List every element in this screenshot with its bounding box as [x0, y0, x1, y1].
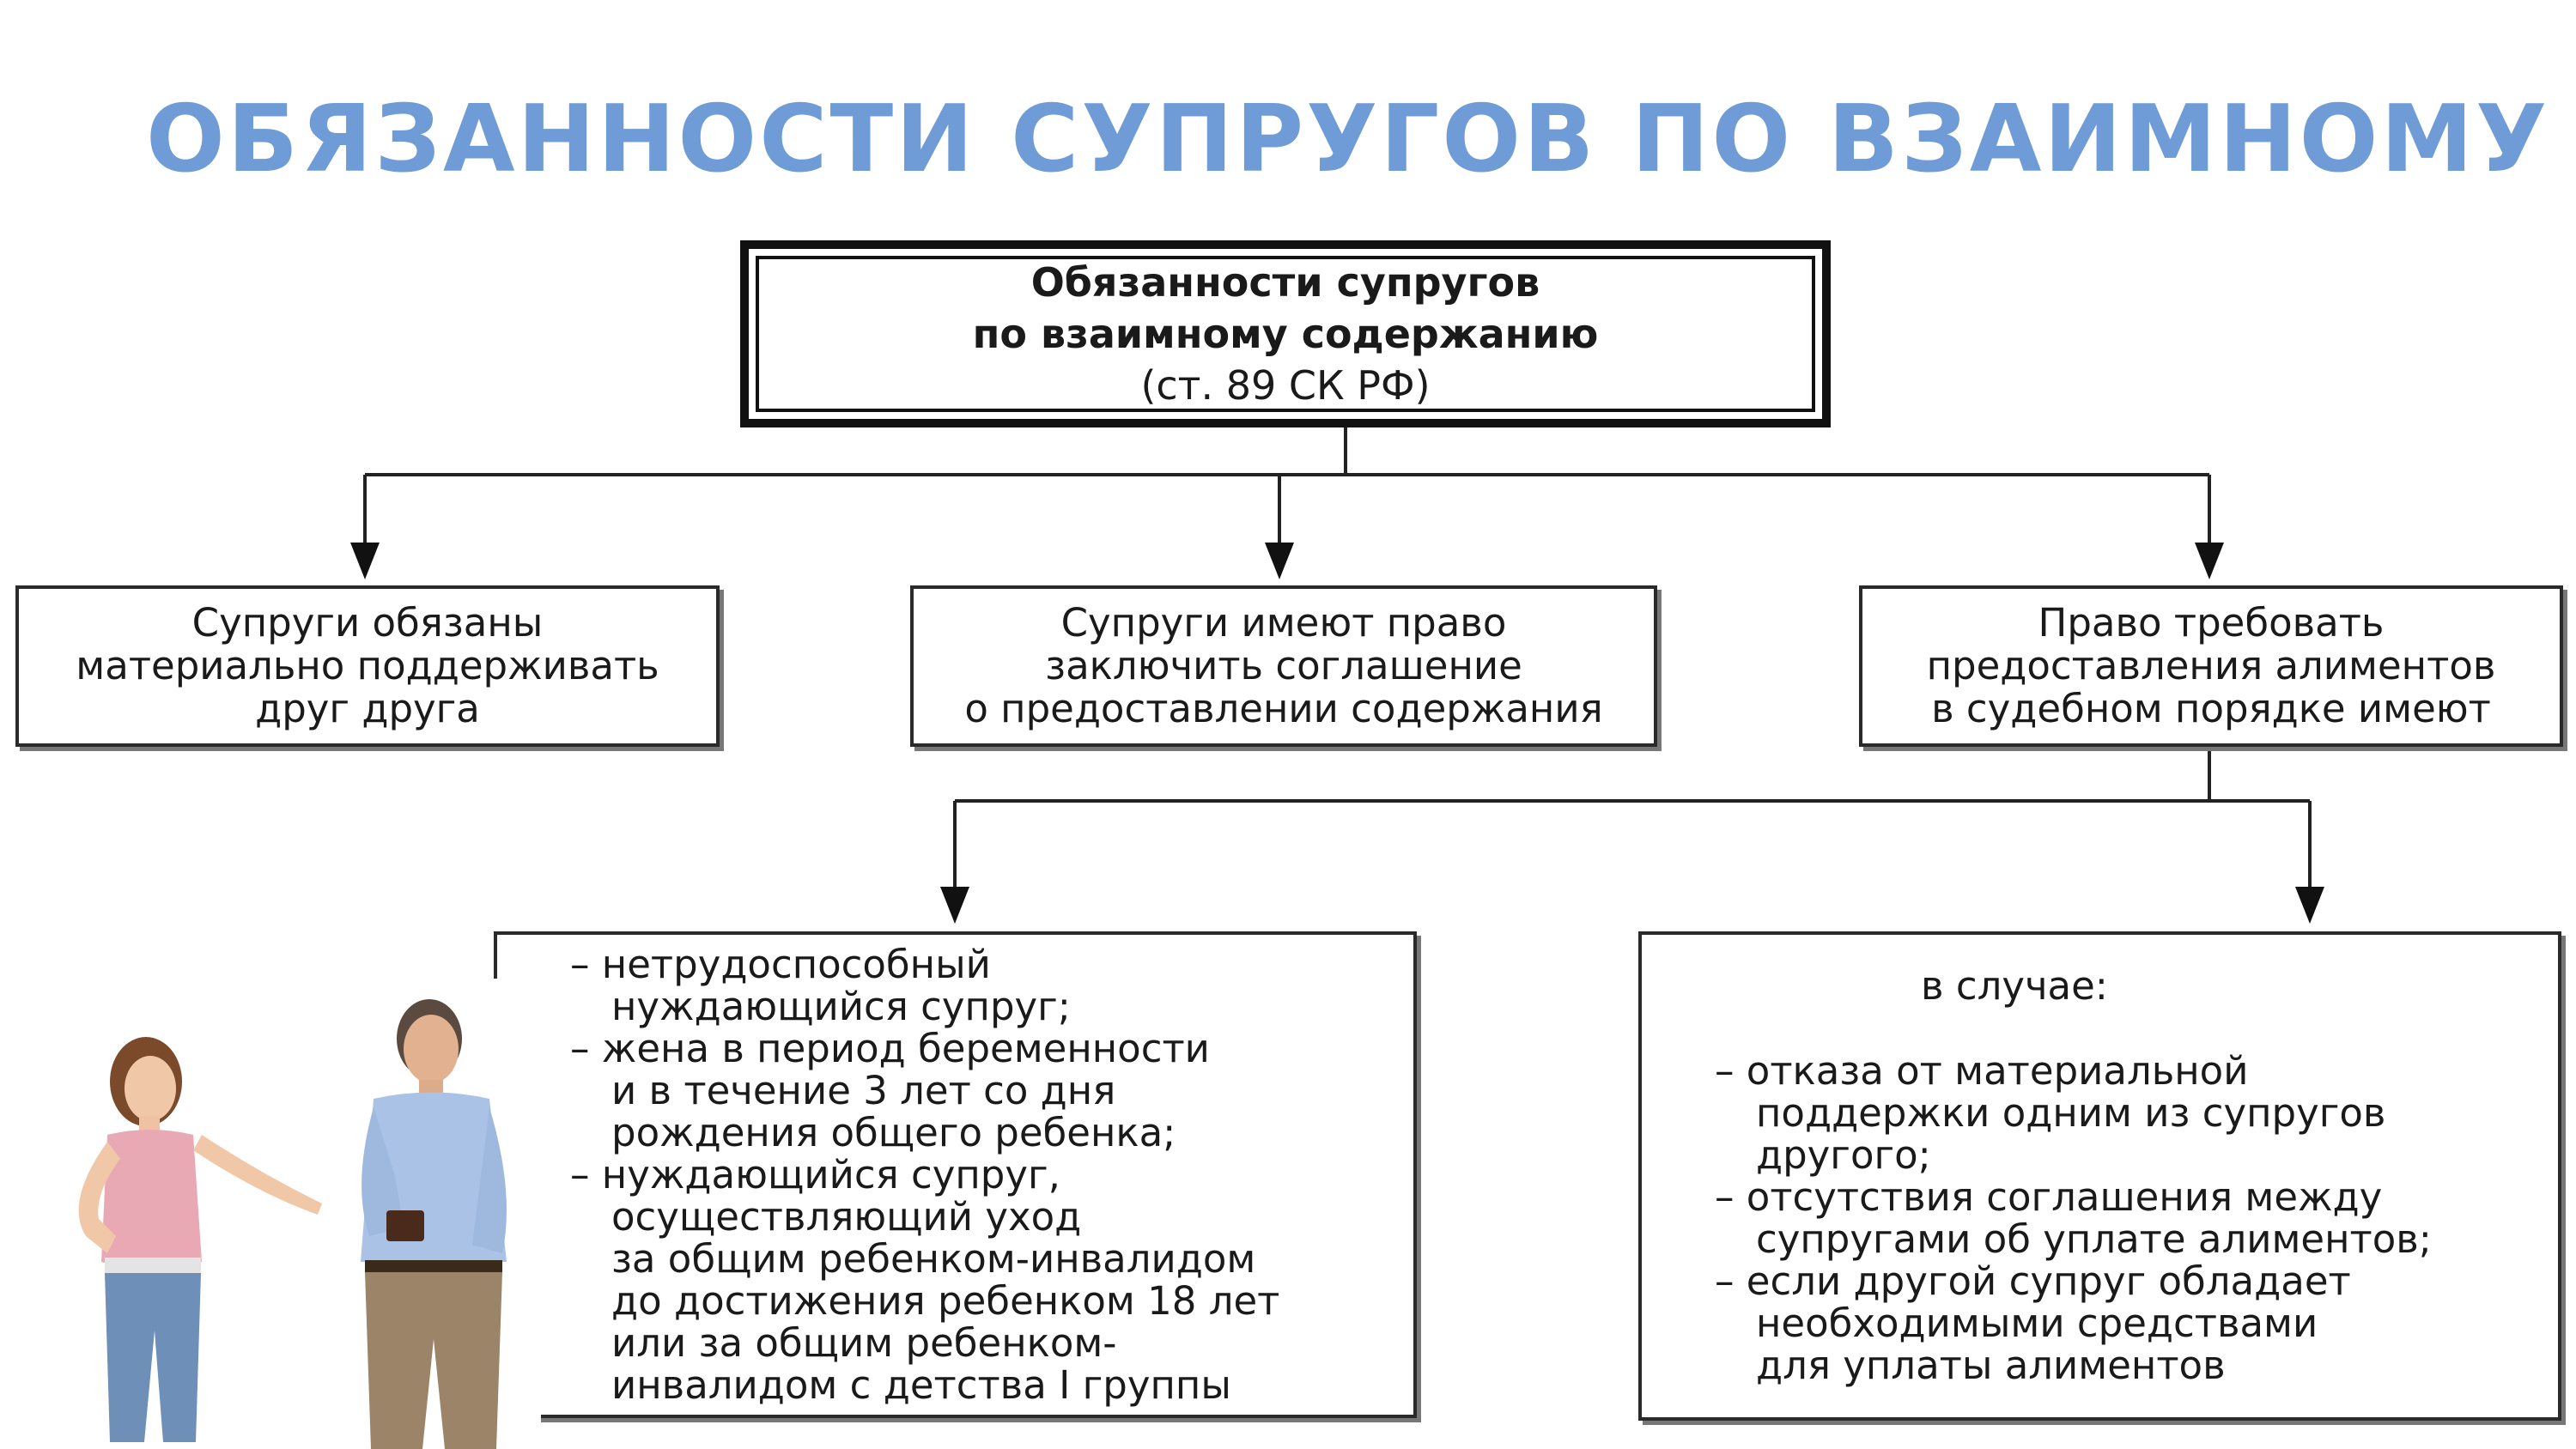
couple-illustration-icon — [26, 979, 541, 1449]
bottom-right-line: – если другой супруг обладает — [1715, 1258, 2351, 1304]
bottom-right-line: необходимыми средствами — [1756, 1300, 2318, 1346]
man-figure-icon — [361, 999, 507, 1449]
middle-box-line: заключить соглашение — [1045, 643, 1522, 688]
bottom-right-line: – отсутствия соглашения между — [1715, 1174, 2383, 1220]
bottom-right-line: поддержки одним из супругов — [1756, 1090, 2386, 1136]
bottom-left-box: – нетрудоспособный нуждающийся супруг; –… — [494, 931, 1417, 1418]
bottom-left-line: до достижения ребенком 18 лет — [611, 1278, 1280, 1324]
right-box-line: предоставления алиментов — [1926, 643, 2496, 688]
bottom-right-line: супругами об уплате алиментов; — [1756, 1216, 2432, 1262]
slide-title: ОБЯЗАННОСТИ СУПРУГОВ ПО ВЗАИМНОМУ — [146, 86, 2550, 193]
root-line-3: (ст. 89 СК РФ) — [1140, 362, 1431, 409]
bottom-right-heading: в случае: — [1921, 963, 2108, 1009]
left-box-line: материально поддерживать — [76, 643, 659, 688]
middle-box: Супруги имеют право заключить соглашение… — [910, 585, 1657, 747]
bottom-left-line: – нуждающийся супруг, — [570, 1152, 1060, 1197]
bottom-left-line: рождения общего ребенка; — [611, 1110, 1176, 1155]
bottom-right-line: – отказа от материальной — [1715, 1048, 2249, 1094]
bottom-right-box: в случае: – отказа от материальной подде… — [1638, 931, 2561, 1421]
right-box-line: в судебном порядке имеют — [1931, 686, 2491, 731]
bottom-left-line: инвалидом с детства I группы — [611, 1362, 1231, 1408]
bottom-right-line: для уплаты алиментов — [1756, 1343, 2226, 1388]
root-line-1: Обязанности супругов — [1030, 259, 1540, 306]
bottom-right-line: другого; — [1756, 1132, 1931, 1178]
left-box: Супруги обязаны материально поддерживать… — [15, 585, 720, 747]
middle-box-line: Супруги имеют право — [1060, 600, 1507, 646]
right-box-line: Право требовать — [2038, 600, 2385, 646]
bottom-left-line: – жена в период беременности — [570, 1026, 1210, 1071]
bottom-left-line: и в течение 3 лет со дня — [611, 1068, 1116, 1113]
bottom-left-line: осуществляющий уход — [611, 1194, 1082, 1240]
root-line-2: по взаимному содержанию — [972, 311, 1599, 357]
bottom-left-line: за общим ребенком-инвалидом — [611, 1236, 1256, 1282]
right-box: Право требовать предоставления алиментов… — [1859, 585, 2563, 747]
bottom-left-line: или за общим ребенком- — [611, 1320, 1117, 1366]
left-box-line: друг друга — [255, 686, 480, 731]
root-box: Обязанности супругов по взаимному содерж… — [740, 240, 1831, 427]
bottom-left-line: – нетрудоспособный — [570, 942, 991, 987]
middle-box-line: о предоставлении содержания — [964, 686, 1603, 731]
woman-figure-icon — [78, 1037, 322, 1442]
left-box-line: Супруги обязаны — [191, 600, 544, 646]
bottom-left-line: нуждающийся супруг; — [611, 984, 1071, 1029]
